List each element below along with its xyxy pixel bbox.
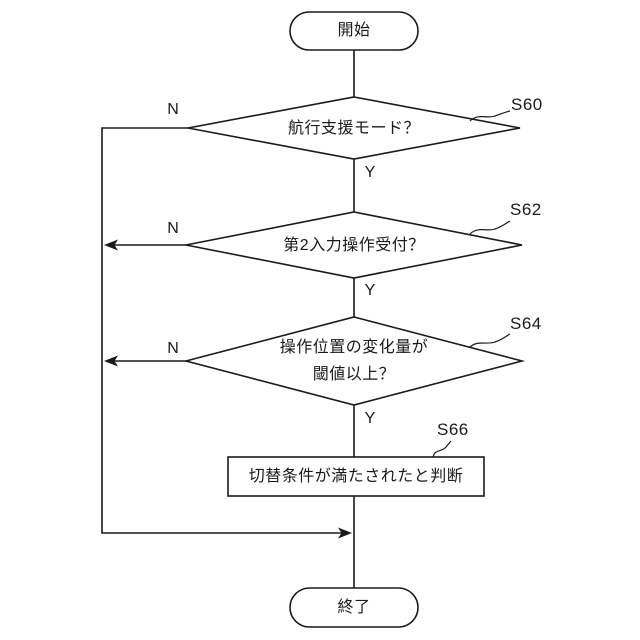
arrowhead-left-s64	[104, 355, 118, 367]
start-terminal-shape	[289, 11, 419, 51]
branch-label-yes-s62: Y	[364, 282, 376, 299]
step-label-s64: S64	[510, 314, 542, 333]
process-s66-label: 切替条件が満たされたと判断	[248, 468, 464, 485]
start-terminal-label: 開始	[337, 22, 371, 39]
connector-no-return-line	[101, 127, 343, 534]
decision-s60-label: 航行支援モード？	[287, 120, 420, 137]
branch-label-yes-s64: Y	[364, 410, 376, 427]
branch-label-no-s60: N	[167, 101, 179, 118]
branch-label-yes-s60: Y	[364, 164, 376, 181]
decision-s62-label: 第2入力操作受付？	[283, 237, 425, 254]
leader-s62	[469, 220, 511, 235]
end-terminal-label: 終了	[337, 598, 371, 616]
decision-s64-label: 操作位置の変化量が 閾値以上？	[279, 339, 429, 383]
leader-s60	[469, 110, 511, 122]
branch-label-no-s62: N	[167, 220, 179, 237]
branch-label-no-s64: N	[167, 340, 179, 357]
step-label-s66: S66	[437, 420, 469, 439]
decision-s62-shape	[185, 211, 523, 279]
leader-s66	[432, 440, 452, 458]
arrowhead-left-s62	[104, 239, 118, 251]
decision-s64-shape	[182, 316, 526, 406]
step-label-s60: S60	[511, 95, 543, 114]
step-label-s62: S62	[510, 200, 542, 219]
leader-s64	[469, 333, 511, 348]
decision-s60-shape	[187, 96, 521, 160]
process-s66-shape	[227, 456, 485, 497]
arrowhead-right-merge	[338, 527, 352, 539]
end-terminal-shape	[289, 587, 419, 628]
